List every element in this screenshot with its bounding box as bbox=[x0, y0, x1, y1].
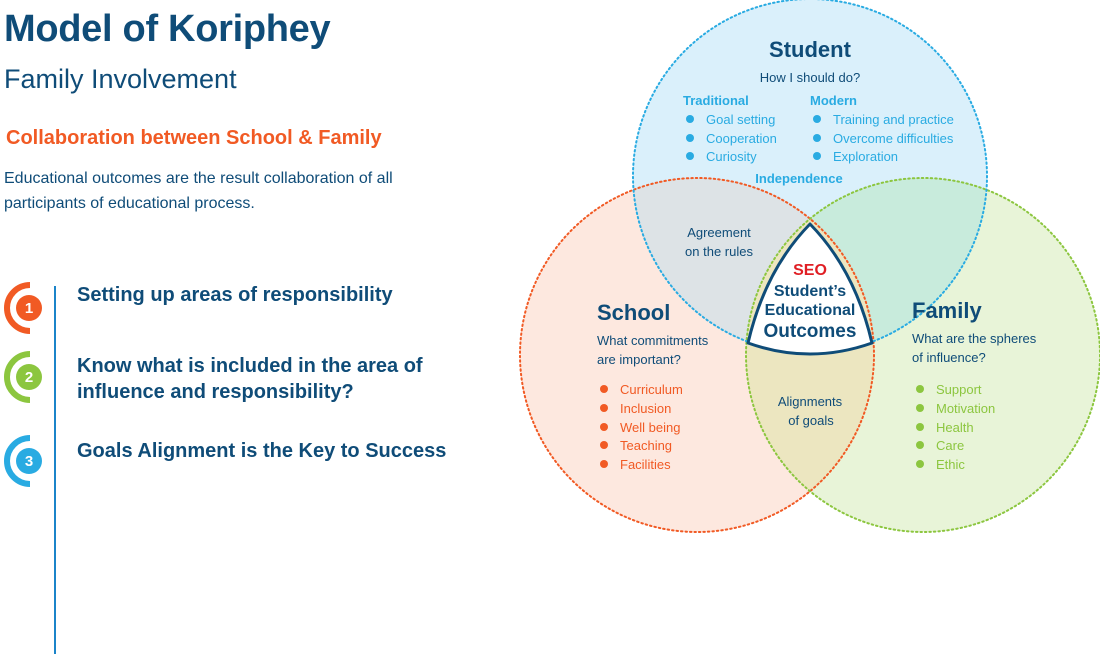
intro-text: Educational outcomes are the result coll… bbox=[4, 170, 393, 212]
bullet-icon bbox=[686, 152, 694, 160]
bullet-icon bbox=[686, 115, 694, 123]
school-question-line1: What commitments bbox=[597, 333, 709, 348]
page-subtitle: Family Involvement bbox=[4, 64, 237, 94]
list-item: Overcome difficulties bbox=[833, 131, 954, 146]
school-question-line2: are important? bbox=[597, 352, 681, 367]
list-item: Exploration bbox=[833, 149, 898, 164]
family-question-line1: What are the spheres bbox=[912, 331, 1037, 346]
page-title: Model of Koriphey bbox=[4, 8, 331, 50]
list-item: Goal setting bbox=[706, 112, 775, 127]
student-title: Student bbox=[769, 37, 852, 62]
step-2-number: 2 bbox=[16, 364, 42, 390]
family-list: Support Motivation Health Care Ethic bbox=[916, 382, 995, 472]
student-question: How I should do? bbox=[760, 70, 860, 85]
step-1-label: Setting up areas of responsibility bbox=[77, 284, 393, 306]
list-item: Inclusion bbox=[620, 401, 671, 416]
bullet-icon bbox=[916, 460, 924, 468]
step-3-label: Goals Alignment is the Key to Success bbox=[77, 440, 447, 462]
traditional-heading: Traditional bbox=[683, 93, 749, 108]
alignment-label-line1: Alignments bbox=[778, 394, 843, 409]
traditional-list: Goal setting Cooperation Curiosity bbox=[686, 112, 777, 164]
step-1-number: 1 bbox=[16, 295, 42, 321]
seo-line-1: Student’s bbox=[774, 283, 846, 300]
student-circle-outline bbox=[632, 0, 988, 354]
list-item: Ethic bbox=[936, 457, 965, 472]
step-2-label: Know what is included in the area of inf… bbox=[77, 355, 423, 403]
bullet-icon bbox=[916, 404, 924, 412]
family-circle-outline bbox=[745, 177, 1100, 533]
bullet-icon bbox=[813, 115, 821, 123]
bullet-icon bbox=[686, 134, 694, 142]
bullet-icon bbox=[916, 441, 924, 449]
list-item: Curriculum bbox=[620, 382, 683, 397]
list-item: Motivation bbox=[936, 401, 995, 416]
seo-center-shape bbox=[746, 222, 874, 356]
list-item: Facilities bbox=[620, 457, 671, 472]
steps-timeline-line bbox=[54, 286, 56, 654]
school-list: Curriculum Inclusion Well being Teaching… bbox=[600, 382, 683, 472]
list-item: Support bbox=[936, 382, 982, 397]
list-item: Care bbox=[936, 438, 964, 453]
bullet-icon bbox=[916, 423, 924, 431]
alignment-label-line2: of goals bbox=[788, 413, 834, 428]
list-item: Teaching bbox=[620, 438, 672, 453]
school-title: School bbox=[597, 300, 670, 325]
modern-list: Training and practice Overcome difficult… bbox=[813, 112, 954, 164]
family-question-line2: of influence? bbox=[912, 350, 986, 365]
section-heading: Collaboration between School & Family bbox=[6, 127, 382, 149]
modern-heading: Modern bbox=[810, 93, 857, 108]
list-item: Well being bbox=[620, 420, 680, 435]
bullet-icon bbox=[916, 385, 924, 393]
bullet-icon bbox=[600, 423, 608, 431]
bullet-icon bbox=[600, 441, 608, 449]
independence-label: Independence bbox=[755, 171, 842, 186]
bullet-icon bbox=[600, 460, 608, 468]
list-item: Training and practice bbox=[833, 112, 954, 127]
bullet-icon bbox=[600, 385, 608, 393]
bullet-icon bbox=[813, 152, 821, 160]
agreement-label-line2: on the rules bbox=[685, 244, 753, 259]
list-item: Health bbox=[936, 420, 974, 435]
list-item: Cooperation bbox=[706, 131, 777, 146]
step-3-number: 3 bbox=[16, 448, 42, 474]
list-item: Curiosity bbox=[706, 149, 757, 164]
seo-line-2: Educational bbox=[765, 302, 856, 319]
bullet-icon bbox=[600, 404, 608, 412]
family-title: Family bbox=[912, 298, 982, 323]
bullet-icon bbox=[813, 134, 821, 142]
agreement-label-line1: Agreement bbox=[687, 225, 751, 240]
school-circle-outline bbox=[519, 177, 875, 533]
seo-line-3: Outcomes bbox=[764, 321, 857, 342]
seo-abbr: SEO bbox=[793, 262, 827, 279]
